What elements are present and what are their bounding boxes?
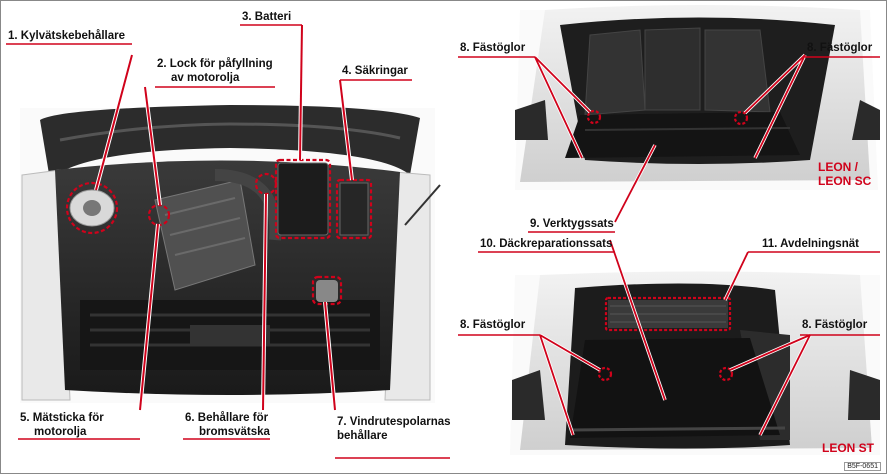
- label-hooks-st-right: 8. Fästöglor: [802, 318, 867, 332]
- label-text: Vindrutespolarnas: [349, 416, 451, 428]
- leon-st-trunk-photo: [510, 239, 880, 455]
- label-text: Fästöglor: [814, 319, 868, 331]
- label-number: 8.: [807, 42, 817, 54]
- label-text: Lock för påfyllning: [169, 58, 273, 70]
- label-text-line2: bromsvätska: [199, 426, 270, 438]
- leon-sc-trunk-photo: [515, 5, 880, 223]
- figure-code: B5F-0651: [844, 462, 881, 471]
- label-text: Avdelningsnät: [780, 238, 859, 250]
- label-oil-filler-cap: 2. Lock för påfyllning av motorolja: [157, 57, 273, 85]
- label-text: Fästöglor: [819, 42, 873, 54]
- label-text: Kylvätskebehållare: [20, 30, 125, 42]
- label-oil-dipstick: 5. Mätsticka för motorolja: [20, 411, 104, 439]
- label-number: 10.: [480, 238, 496, 250]
- model-tag-leon-sc: LEON / LEON SC: [818, 160, 871, 188]
- label-text-line2: motorolja: [34, 426, 87, 438]
- label-coolant-tank: 1. Kylvätskebehållare: [8, 29, 125, 43]
- label-underlines: [6, 24, 880, 459]
- label-text: Behållare för: [197, 412, 269, 424]
- label-number: 8.: [460, 319, 470, 331]
- label-partition-net: 11. Avdelningsnät: [762, 237, 859, 251]
- label-hooks-sc-left: 8. Fästöglor: [460, 41, 525, 55]
- label-number: 1.: [8, 30, 18, 42]
- label-number: 8.: [460, 42, 470, 54]
- label-text: Däckreparationssats: [499, 238, 613, 250]
- label-number: 11.: [762, 238, 778, 250]
- label-text: Verktygssats: [542, 218, 614, 230]
- label-text: Batteri: [254, 11, 292, 23]
- label-text-line2: av motorolja: [171, 72, 240, 84]
- label-number: 8.: [802, 319, 812, 331]
- label-hooks-sc-right: 8. Fästöglor: [807, 41, 872, 55]
- label-washer-fluid: 7. Vindrutespolarnas behållare: [337, 415, 451, 443]
- label-text: Fästöglor: [472, 42, 526, 54]
- label-text: Säkringar: [354, 65, 408, 77]
- label-number: 3.: [242, 11, 252, 23]
- model-tag-line1: LEON /: [818, 160, 859, 174]
- label-number: 6.: [185, 412, 195, 424]
- label-number: 7.: [337, 416, 347, 428]
- label-number: 4.: [342, 65, 352, 77]
- label-brake-fluid: 6. Behållare för bromsvätska: [185, 411, 270, 439]
- label-text: Mätsticka för: [32, 412, 104, 424]
- label-battery: 3. Batteri: [242, 10, 291, 24]
- model-tag-leon-st: LEON ST: [822, 441, 875, 455]
- label-tool-kit: 9. Verktygssats: [530, 217, 614, 231]
- label-number: 5.: [20, 412, 30, 424]
- engine-photo: [20, 24, 441, 411]
- label-number: 2.: [157, 58, 167, 70]
- label-number: 9.: [530, 218, 540, 230]
- model-tag-line2: LEON SC: [818, 174, 872, 188]
- label-tyre-repair-kit: 10. Däckreparationssats: [480, 237, 612, 251]
- label-hooks-st-left: 8. Fästöglor: [460, 318, 525, 332]
- label-fuses: 4. Säkringar: [342, 64, 408, 78]
- label-text-line2: behållare: [337, 430, 388, 442]
- label-text: Fästöglor: [472, 319, 526, 331]
